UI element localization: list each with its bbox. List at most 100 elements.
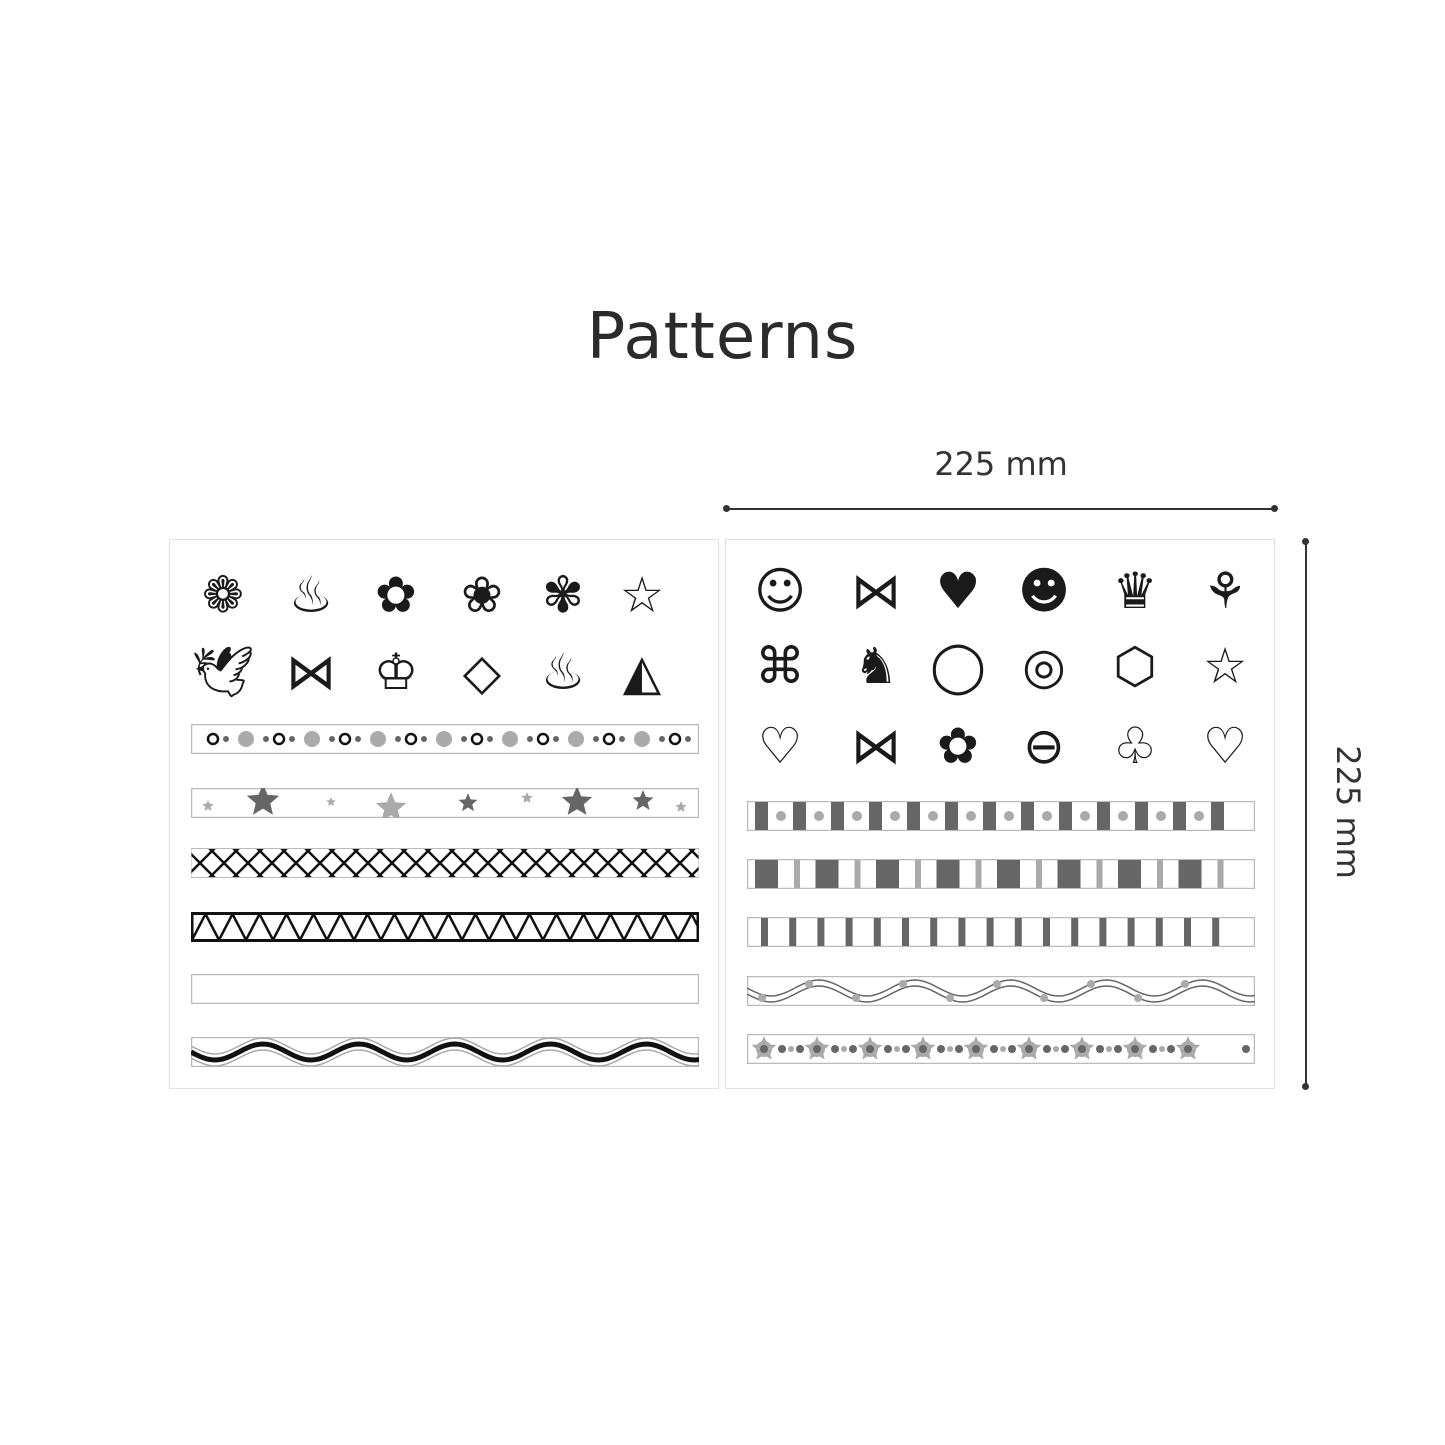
strip-border — [747, 801, 1255, 831]
star-mark — [675, 801, 687, 812]
bar-mark — [761, 918, 768, 946]
crosshatch-line — [664, 848, 696, 878]
dot-mark — [263, 736, 269, 742]
width-dimension-line — [727, 508, 1275, 510]
bear-icon: ☻ — [1017, 562, 1071, 620]
bar-mark — [986, 918, 994, 946]
pattern-strip-wave-gray — [747, 976, 1255, 1006]
dot-mark — [831, 1045, 839, 1053]
dot-mark — [421, 736, 427, 742]
pattern-strip-triangles — [191, 912, 699, 942]
dot-mark — [568, 731, 584, 747]
cat-icon: ☺ — [753, 562, 807, 620]
dot-mark — [966, 811, 976, 821]
bar-mark — [907, 802, 920, 830]
rose-icon: ❁ — [202, 566, 244, 624]
dot-mark — [304, 731, 320, 747]
dot-mark — [659, 736, 665, 742]
dot-mark — [758, 994, 766, 1002]
dot-mark — [1106, 1046, 1112, 1052]
dimension-endpoint — [1271, 505, 1278, 512]
dot-mark — [990, 1045, 998, 1053]
strip-graphic — [191, 788, 699, 818]
star-mark — [561, 788, 593, 815]
height-dimension-line — [1305, 541, 1307, 1087]
crosshatch-line — [616, 848, 648, 878]
strip-graphic — [191, 724, 699, 754]
dot-mark — [1040, 994, 1048, 1002]
strip-border — [747, 917, 1255, 947]
dot-mark — [1043, 1045, 1051, 1053]
pattern-strip-bars-dots — [747, 801, 1255, 831]
strip-graphic — [191, 912, 699, 942]
strip-border — [747, 1034, 1255, 1064]
dot-mark — [937, 1045, 945, 1053]
bar-mark — [755, 802, 768, 830]
flower-icon: ✿ — [937, 717, 979, 775]
star-mark — [375, 792, 407, 818]
wave-line — [747, 979, 1255, 997]
pattern-strip-stars — [191, 788, 699, 818]
ring-mark — [338, 732, 352, 746]
dimension-endpoint — [723, 505, 730, 512]
dot-mark — [788, 1046, 794, 1052]
dimension-endpoint — [1302, 1083, 1309, 1090]
dot-mark — [993, 980, 1001, 988]
ring-mark — [272, 732, 286, 746]
dot-mark — [1194, 811, 1204, 821]
ring-mark — [470, 732, 484, 746]
block-mark — [815, 860, 839, 888]
crosshatch-line — [424, 848, 456, 878]
pattern-strip-thin-bars — [747, 917, 1255, 947]
bar-mark — [1211, 802, 1224, 830]
bar-mark — [1135, 802, 1148, 830]
hearts-icon: ♡ — [757, 717, 803, 775]
crosshatch-line — [448, 848, 480, 878]
bar-mark — [1173, 802, 1186, 830]
crosshatch-line — [688, 866, 699, 878]
strip-graphic — [191, 848, 699, 878]
bar-mark — [1099, 918, 1107, 946]
left-sticker-sheet: ❁♨✿❀✾☆🕊⋈♔◇♨◭ — [169, 539, 719, 1089]
crosshatch-line — [472, 848, 504, 878]
gear-mark — [813, 1045, 821, 1053]
dot-mark — [1156, 811, 1166, 821]
cupcake-icon: ♨ — [288, 566, 334, 624]
dot-mark — [814, 811, 824, 821]
bar-mark — [945, 802, 958, 830]
bar-mark — [869, 802, 882, 830]
winged-star-icon: ☆ — [619, 566, 665, 624]
bar-mark — [902, 918, 909, 946]
ufo-icon: ⊖ — [1023, 717, 1065, 775]
dot-mark — [502, 731, 518, 747]
dot-mark — [1134, 994, 1142, 1002]
dot-mark — [849, 1045, 857, 1053]
height-dimension-label: 225 mm — [1329, 745, 1367, 879]
gear-mark — [919, 1045, 927, 1053]
strip-border — [191, 788, 699, 818]
bar-mark — [1021, 802, 1034, 830]
crosshatch-line — [304, 848, 336, 878]
star-mark — [632, 790, 654, 810]
dot-mark — [395, 736, 401, 742]
dot-mark — [902, 1045, 910, 1053]
dot-mark — [223, 736, 229, 742]
pattern-strip-dots — [191, 724, 699, 754]
block-mark — [876, 860, 899, 888]
ring-mark — [602, 732, 616, 746]
gear-mark — [1078, 1045, 1086, 1053]
right-sticker-sheet: ☺⋈♥☻♛⚘⌘♞◯◎⬡☆♡⋈✿⊖♧♡ — [725, 539, 1275, 1089]
dot-mark — [289, 736, 295, 742]
strip-graphic — [191, 1037, 699, 1067]
bar-mark — [817, 918, 825, 946]
crosshatch-line — [256, 848, 288, 878]
dot-mark — [899, 980, 907, 988]
strip-border — [191, 974, 699, 1004]
dot-mark — [955, 1045, 963, 1053]
clover-icon: ♧ — [1112, 717, 1158, 775]
crosshatch-line — [191, 848, 216, 874]
gear-mark — [1025, 1045, 1033, 1053]
dot-mark — [1114, 1045, 1122, 1053]
crosshatch-line — [376, 848, 408, 878]
triangle-zigzag — [191, 912, 699, 942]
